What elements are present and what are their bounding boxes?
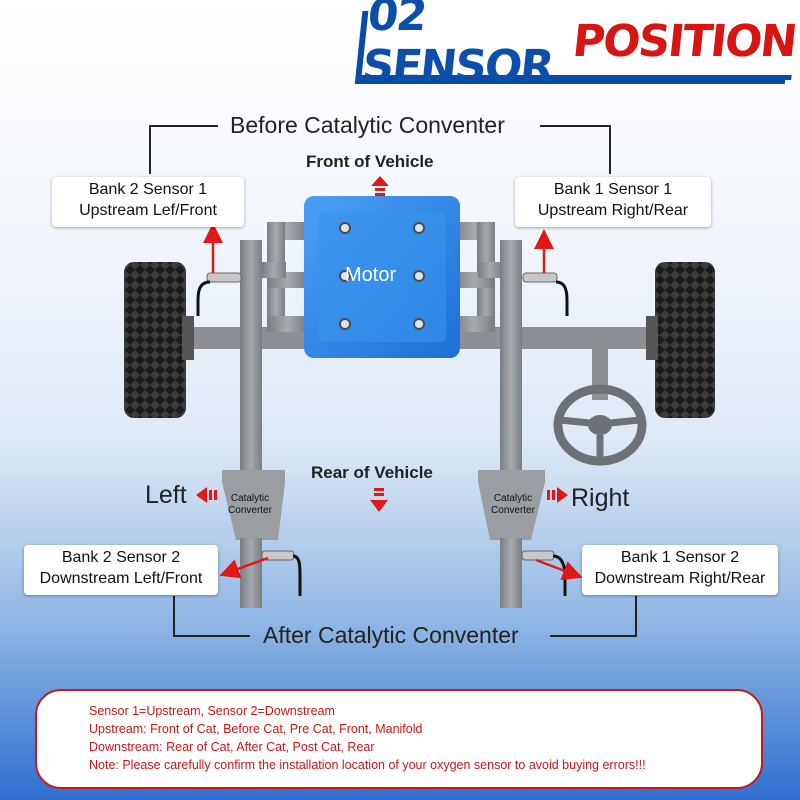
left-label: Left (145, 481, 187, 509)
bank2-sensor2-box: Bank 2 Sensor 2 Downstream Left/Front (24, 545, 218, 595)
notes-panel: Sensor 1=Upstream, Sensor 2=Downstream U… (35, 689, 763, 789)
pointer-arrows (203, 223, 583, 581)
bank2-sensor2-desc: Downstream Left/Front (39, 570, 203, 587)
bank2-sensor1-name: Bank 2 Sensor 1 (88, 181, 208, 198)
bank2-sensor2-name: Bank 2 Sensor 2 (61, 549, 181, 566)
bank2-sensor1-desc: Upstream Lef/Front (79, 202, 217, 219)
sensor-bank2-1 (196, 272, 242, 316)
rear-arrow-icon (370, 488, 388, 512)
catalytic-converter-left-label: Catalytic Converter (228, 493, 272, 516)
sensor-bank1-1 (522, 272, 569, 316)
catalytic-converter-right-label: Catalytic Converter (491, 493, 535, 516)
right-wheel (646, 262, 715, 418)
bank1-sensor2-desc: Downstream Right/Rear (594, 570, 766, 587)
bank1-sensor1-name: Bank 1 Sensor 1 (553, 181, 673, 198)
bank2-sensor1-box: Bank 2 Sensor 1 Upstream Lef/Front (52, 177, 244, 227)
bank1-sensor1-desc: Upstream Right/Rear (537, 202, 689, 219)
motor-block (304, 196, 460, 358)
before-bracket (149, 125, 611, 174)
before-cat-heading: Before Catalytic Conventer (230, 112, 505, 138)
title-part1: 02 SENSOR (359, 0, 555, 92)
sensor-bank2-2 (261, 550, 302, 596)
left-wheel (124, 262, 194, 418)
note-line: Upstream: Front of Cat, Before Cat, Pre … (89, 722, 423, 736)
left-exhaust (222, 222, 307, 608)
after-cat-heading: After Catalytic Conventer (263, 622, 519, 648)
steering-wheel-icon (553, 328, 647, 466)
bank1-sensor2-name: Bank 1 Sensor 2 (620, 549, 740, 566)
after-bracket (173, 596, 637, 637)
right-label: Right (571, 484, 630, 512)
note-line: Downstream: Rear of Cat, After Cat, Post… (89, 740, 375, 754)
motor-label: Motor (345, 264, 397, 286)
bank1-sensor1-box: Bank 1 Sensor 1 Upstream Right/Rear (515, 177, 711, 227)
sensor-bank1-2 (521, 550, 567, 596)
front-of-vehicle-label: Front of Vehicle (306, 152, 434, 171)
front-arrow-icon (371, 176, 389, 196)
note-line: Note: Please carefully confirm the insta… (89, 758, 646, 772)
bank1-sensor2-box: Bank 1 Sensor 2 Downstream Right/Rear (582, 545, 778, 595)
right-exhaust (453, 222, 545, 608)
right-arrow-icon (547, 487, 568, 503)
left-arrow-icon (196, 487, 217, 503)
page-title: 02 SENSOR POSITION (360, 0, 799, 92)
note-line: Sensor 1=Upstream, Sensor 2=Downstream (89, 704, 335, 718)
title-part2: POSITION (570, 15, 798, 67)
rear-of-vehicle-label: Rear of Vehicle (311, 463, 433, 482)
